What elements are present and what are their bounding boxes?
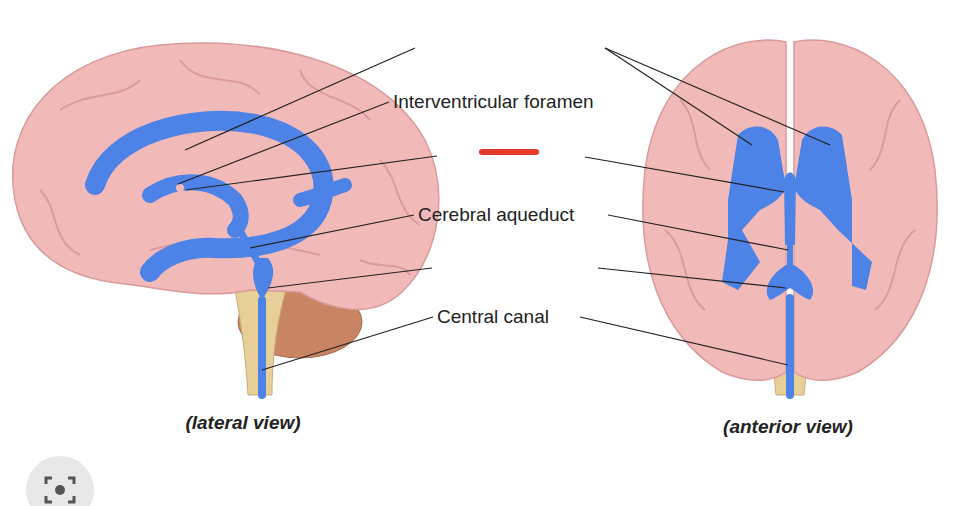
icon-frame: [46, 478, 74, 502]
gyrus: [665, 230, 705, 310]
cerebral-aqueduct: [238, 228, 258, 262]
leader-line: [250, 215, 414, 248]
gyri-lateral: [40, 60, 420, 275]
ventricles-anterior: [722, 126, 872, 300]
view-caption: (lateral view): [185, 412, 300, 434]
structure-label: Interventricular foramen: [393, 91, 594, 113]
cerebrum-lateral: [13, 43, 439, 310]
leader-line: [605, 48, 830, 145]
posterior-horn: [300, 185, 345, 200]
gyrus: [40, 190, 80, 255]
lateral-ventricle: [95, 121, 323, 272]
gyrus: [875, 230, 915, 310]
foramen-opening: [176, 184, 184, 192]
ventricles-lateral: [95, 121, 345, 395]
cerebral-aqueduct: [787, 245, 793, 268]
left-hemisphere: [643, 40, 786, 380]
gyrus: [870, 100, 900, 170]
gyrus: [60, 80, 140, 110]
gyrus: [360, 260, 410, 275]
leader-line: [598, 268, 786, 288]
leader-line: [585, 157, 784, 192]
leader-line: [186, 156, 437, 190]
central-canal: [786, 298, 794, 395]
leader-line: [268, 268, 432, 288]
gyrus: [180, 60, 260, 95]
gyri-anterior: [665, 100, 915, 310]
leader-line: [185, 48, 415, 150]
leader-line: [178, 102, 389, 184]
red-mark: [482, 149, 536, 155]
right-lateral-ventricle: [794, 126, 872, 290]
left-lateral-ventricle: [722, 126, 786, 290]
leader-line: [580, 317, 788, 365]
gyrus: [680, 100, 710, 170]
structure-label: Central canal: [437, 306, 549, 328]
gyrus: [300, 70, 370, 120]
icon-background: [26, 456, 94, 506]
view-caption: (anterior view): [723, 416, 853, 438]
leader-line: [608, 215, 788, 250]
lens-icon: [26, 456, 94, 506]
canals-anterior: [790, 245, 791, 395]
third-ventricle: [784, 173, 796, 246]
fourth-ventricle: [253, 258, 273, 300]
leader-line: [605, 48, 752, 145]
leader-lines: [178, 48, 830, 370]
leader-line: [262, 317, 433, 370]
third-ventricle: [150, 182, 241, 230]
icon-dot: [55, 485, 65, 495]
structure-label: Cerebral aqueduct: [418, 204, 574, 226]
central-canal: [258, 300, 266, 395]
right-hemisphere: [794, 40, 937, 380]
